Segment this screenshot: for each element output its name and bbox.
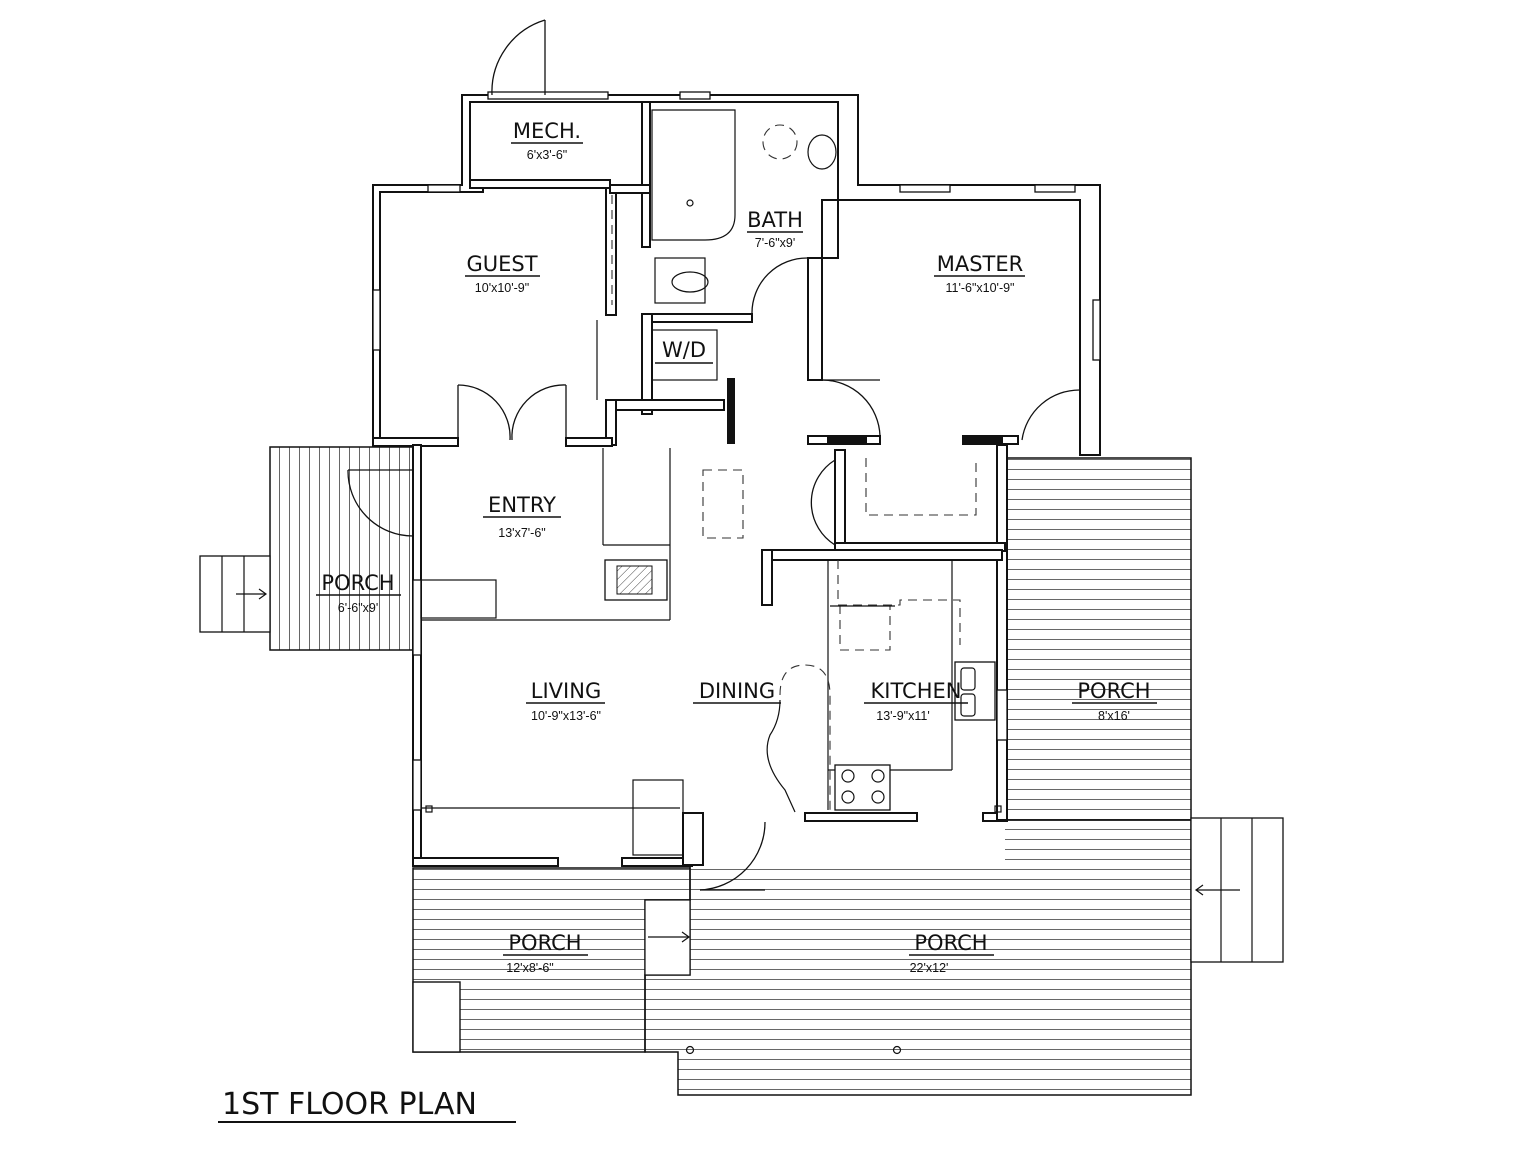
room-label-entry: ENTRY 13'x7'-6" bbox=[483, 493, 561, 540]
fixtures bbox=[420, 109, 1002, 1055]
room-label-porch-south: PORCH 22'x12' bbox=[909, 931, 994, 975]
svg-text:12'x8'-6": 12'x8'-6" bbox=[506, 961, 553, 975]
svg-text:ENTRY: ENTRY bbox=[488, 493, 556, 517]
room-label-bath: BATH 7'-6"x9' bbox=[747, 208, 803, 250]
svg-text:BATH: BATH bbox=[747, 208, 803, 232]
room-label-wd: W/D bbox=[655, 338, 713, 364]
svg-text:8'x16': 8'x16' bbox=[1098, 709, 1130, 723]
svg-text:13'-9"x11': 13'-9"x11' bbox=[876, 709, 929, 723]
svg-text:PORCH: PORCH bbox=[508, 931, 581, 955]
porch-west-deck bbox=[269, 446, 414, 651]
room-label-dining: DINING bbox=[693, 679, 781, 704]
room-labels: MECH. 6'x3'-6" BATH 7'-6"x9' GUEST 10'x1… bbox=[316, 119, 1157, 975]
room-label-porch-southwest: PORCH 12'x8'-6" bbox=[503, 931, 588, 975]
porch-decking bbox=[269, 446, 1192, 1096]
porch-east-deck bbox=[1006, 457, 1192, 821]
drawing-title: 1ST FLOOR PLAN bbox=[218, 1087, 516, 1123]
doors bbox=[347, 19, 1081, 891]
porch-step bbox=[412, 981, 461, 1053]
svg-text:7'-6"x9': 7'-6"x9' bbox=[755, 236, 795, 250]
windows bbox=[372, 91, 1101, 811]
room-label-kitchen: KITCHEN 13'-9"x11' bbox=[864, 679, 968, 723]
svg-text:6'-6"x9': 6'-6"x9' bbox=[338, 601, 378, 615]
west-steps bbox=[199, 555, 271, 633]
east-steps bbox=[1190, 817, 1284, 963]
svg-text:13'x7'-6": 13'x7'-6" bbox=[498, 526, 545, 540]
room-label-porch-east: PORCH 8'x16' bbox=[1072, 679, 1157, 723]
svg-text:LIVING: LIVING bbox=[531, 679, 601, 703]
svg-text:MECH.: MECH. bbox=[513, 119, 581, 143]
svg-text:1ST FLOOR PLAN: 1ST FLOOR PLAN bbox=[222, 1087, 477, 1122]
svg-text:W/D: W/D bbox=[662, 338, 706, 362]
room-label-master: MASTER 11'-6"x10'-9" bbox=[934, 252, 1025, 295]
svg-text:6'x3'-6": 6'x3'-6" bbox=[527, 148, 567, 162]
svg-text:11'-6"x10'-9": 11'-6"x10'-9" bbox=[945, 281, 1014, 295]
svg-text:PORCH: PORCH bbox=[1077, 679, 1150, 703]
room-label-living: LIVING 10'-9"x13'-6" bbox=[526, 679, 605, 723]
room-label-mech: MECH. 6'x3'-6" bbox=[511, 119, 583, 162]
svg-text:10'x10'-9": 10'x10'-9" bbox=[475, 281, 529, 295]
porch-south-deck bbox=[644, 819, 1192, 1096]
room-label-porch-west: PORCH 6'-6"x9' bbox=[316, 571, 401, 615]
svg-text:MASTER: MASTER bbox=[937, 252, 1024, 276]
svg-text:PORCH: PORCH bbox=[321, 571, 394, 595]
room-label-guest: GUEST 10'x10'-9" bbox=[465, 252, 540, 295]
svg-text:DINING: DINING bbox=[699, 679, 775, 703]
svg-text:KITCHEN: KITCHEN bbox=[871, 679, 962, 703]
svg-text:22'x12': 22'x12' bbox=[910, 961, 949, 975]
svg-text:PORCH: PORCH bbox=[914, 931, 987, 955]
svg-text:10'-9"x13'-6": 10'-9"x13'-6" bbox=[531, 709, 601, 723]
svg-text:GUEST: GUEST bbox=[466, 252, 537, 276]
